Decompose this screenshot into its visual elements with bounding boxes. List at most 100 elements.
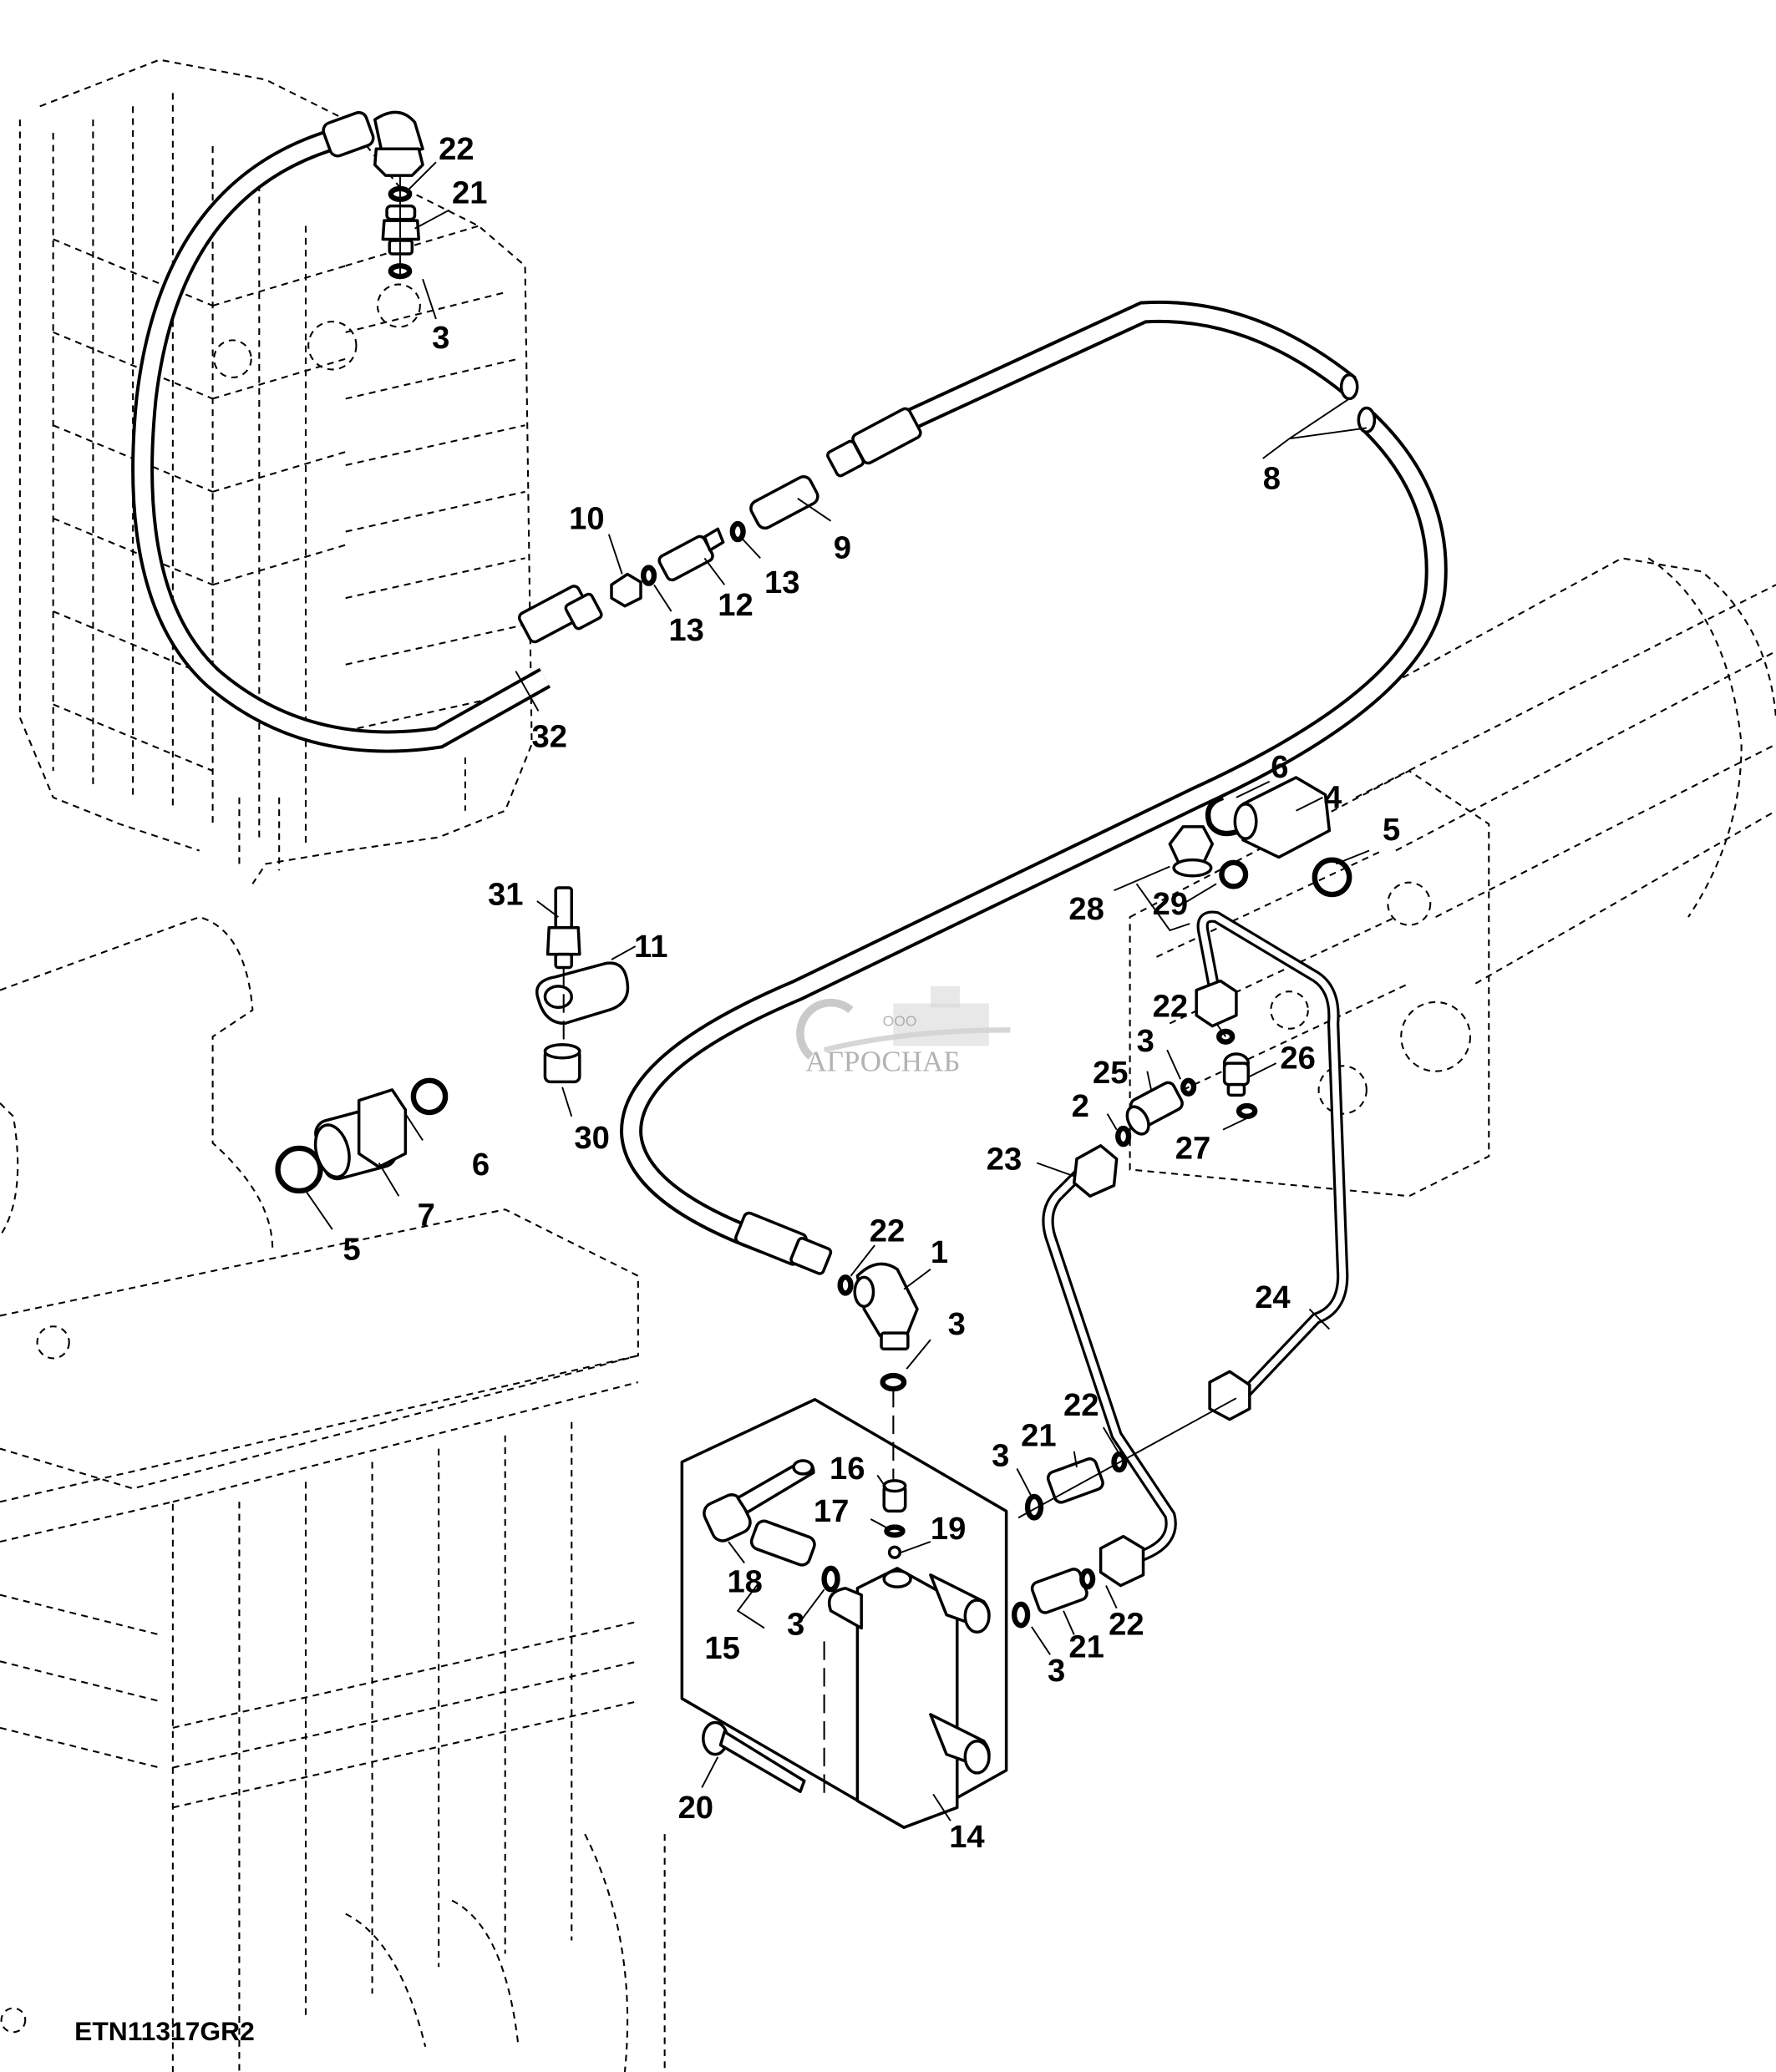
- seal-ring-22-block-upper: [1111, 1451, 1128, 1473]
- valve-block-14-frame: [680, 1397, 1008, 1829]
- ball-19: [887, 1545, 902, 1559]
- callout-28: 28: [1068, 891, 1104, 927]
- callout-3: 3: [948, 1306, 966, 1342]
- callout-25: 25: [1093, 1055, 1128, 1091]
- callout-1: 1: [931, 1234, 948, 1270]
- valve-block-14: [827, 1567, 991, 1829]
- cap-18: [703, 1459, 815, 1543]
- callout-18: 18: [727, 1564, 762, 1600]
- plug-16: [882, 1479, 907, 1513]
- callout-22: 22: [1109, 1606, 1144, 1642]
- callout-3: 3: [1048, 1653, 1065, 1689]
- watermark-prefix: ООО: [883, 1013, 917, 1030]
- bolt-31: [545, 886, 581, 970]
- callout-10: 10: [569, 500, 604, 536]
- callout-21: 21: [1068, 1629, 1104, 1664]
- callout-6: 6: [472, 1147, 490, 1183]
- callout-5: 5: [1383, 812, 1400, 848]
- watermark-name: АГРОСНАБ: [805, 1046, 960, 1078]
- callout-5: 5: [343, 1232, 361, 1268]
- fitting-25: [1125, 1081, 1184, 1136]
- callout-15: 15: [704, 1630, 739, 1666]
- gear-icon: [796, 998, 854, 1060]
- hose-8-end-fitting: [826, 407, 922, 478]
- hose-32-end-fitting: [517, 585, 603, 644]
- hose-32-elbow-fitting: [322, 110, 424, 177]
- hose-32: [131, 121, 551, 753]
- callout-23: 23: [987, 1141, 1022, 1177]
- callout-12: 12: [718, 587, 753, 623]
- seal-ring-22-block-lower: [1079, 1568, 1096, 1590]
- hose-8-upper: [899, 300, 1357, 433]
- hose-8-cut-end-upper: [1339, 373, 1359, 401]
- seal-ring-3-elbow: [880, 1372, 907, 1392]
- tube-23-upper-nut: [1073, 1144, 1119, 1198]
- callout-22: 22: [439, 131, 474, 167]
- adapter-21-block-upper: [1046, 1457, 1104, 1504]
- callout-20: 20: [678, 1790, 713, 1826]
- seal-ring-3-block-left: [821, 1565, 840, 1593]
- callout-3: 3: [992, 1437, 1009, 1473]
- callout-3: 3: [787, 1606, 804, 1642]
- callout-9: 9: [834, 529, 851, 565]
- hose-8-cut-end-lower: [1357, 406, 1377, 433]
- callout-24: 24: [1255, 1279, 1291, 1315]
- callout-7: 7: [418, 1197, 435, 1233]
- callout-26: 26: [1280, 1040, 1315, 1076]
- spacer-30: [543, 1043, 581, 1084]
- callout-labels: 22 21 3 8 10 9 13 12 13 32 6 4 5 28 29 3…: [343, 131, 1401, 1855]
- callout-2: 2: [1072, 1088, 1089, 1124]
- callout-8: 8: [1263, 461, 1281, 497]
- seal-ring-13-right: [729, 520, 746, 543]
- tube-23: [1042, 1165, 1177, 1562]
- plug-28: [1168, 825, 1215, 878]
- seal-ring-29: [1219, 859, 1249, 889]
- callout-22: 22: [1153, 988, 1188, 1024]
- check-valve-15: [749, 1519, 816, 1567]
- callout-11: 11: [634, 929, 667, 965]
- nut-10: [610, 572, 642, 608]
- callout-29: 29: [1153, 886, 1188, 922]
- clamp-11: [535, 961, 630, 1026]
- seal-ring-3-right-upper: [1180, 1077, 1197, 1097]
- bolt-20: [702, 1720, 806, 1793]
- callout-22: 22: [870, 1213, 905, 1249]
- hose-8-lower: [620, 412, 1448, 1254]
- adapter-26: [1222, 1052, 1250, 1097]
- combine-harvester-icon: [893, 1003, 989, 1046]
- callout-13: 13: [764, 565, 799, 600]
- seal-ring-22-right: [1216, 1028, 1236, 1045]
- drawing-reference-code: ETN11317GR2: [74, 2016, 255, 2046]
- ring-6-right: [1205, 794, 1237, 837]
- tube-24: [1196, 910, 1349, 1400]
- callout-13: 13: [668, 612, 703, 648]
- hose-8-lower-end-fitting: [734, 1211, 833, 1275]
- connector-12: [657, 527, 725, 582]
- seal-ring-5-right: [1312, 857, 1352, 898]
- elbow-fitting-1: [853, 1262, 919, 1351]
- callout-3: 3: [432, 320, 449, 356]
- union-9: [749, 475, 819, 530]
- tube-24-upper-nut: [1195, 979, 1238, 1028]
- seal-ring-6-left: [410, 1077, 449, 1116]
- port-adapter-7: [313, 1088, 408, 1181]
- callout-4: 4: [1324, 780, 1342, 816]
- watermark-logo: ООО АГРОСНАБ: [796, 985, 1011, 1078]
- seal-ring-27: [1236, 1102, 1258, 1119]
- callout-3: 3: [1137, 1023, 1154, 1059]
- callout-17: 17: [814, 1493, 849, 1529]
- callout-19: 19: [931, 1511, 966, 1547]
- adapter-4: [1233, 776, 1332, 859]
- background-engine-ghost: [0, 915, 666, 2072]
- background-transmission-ghost: [1129, 557, 1776, 1198]
- callout-27: 27: [1175, 1131, 1210, 1167]
- callout-6: 6: [1271, 749, 1288, 785]
- seal-ring-5-left: [275, 1145, 323, 1194]
- adapter-21-block-lower: [1030, 1568, 1088, 1614]
- tube-23-lower-nut: [1099, 1534, 1145, 1588]
- seal-ring-13-left: [641, 565, 657, 586]
- seal-ring-2: [1115, 1125, 1132, 1147]
- seal-ring-3-block-right-upper: [1024, 1493, 1044, 1521]
- seal-ring-22-elbow: [837, 1274, 854, 1296]
- callout-14: 14: [949, 1819, 985, 1855]
